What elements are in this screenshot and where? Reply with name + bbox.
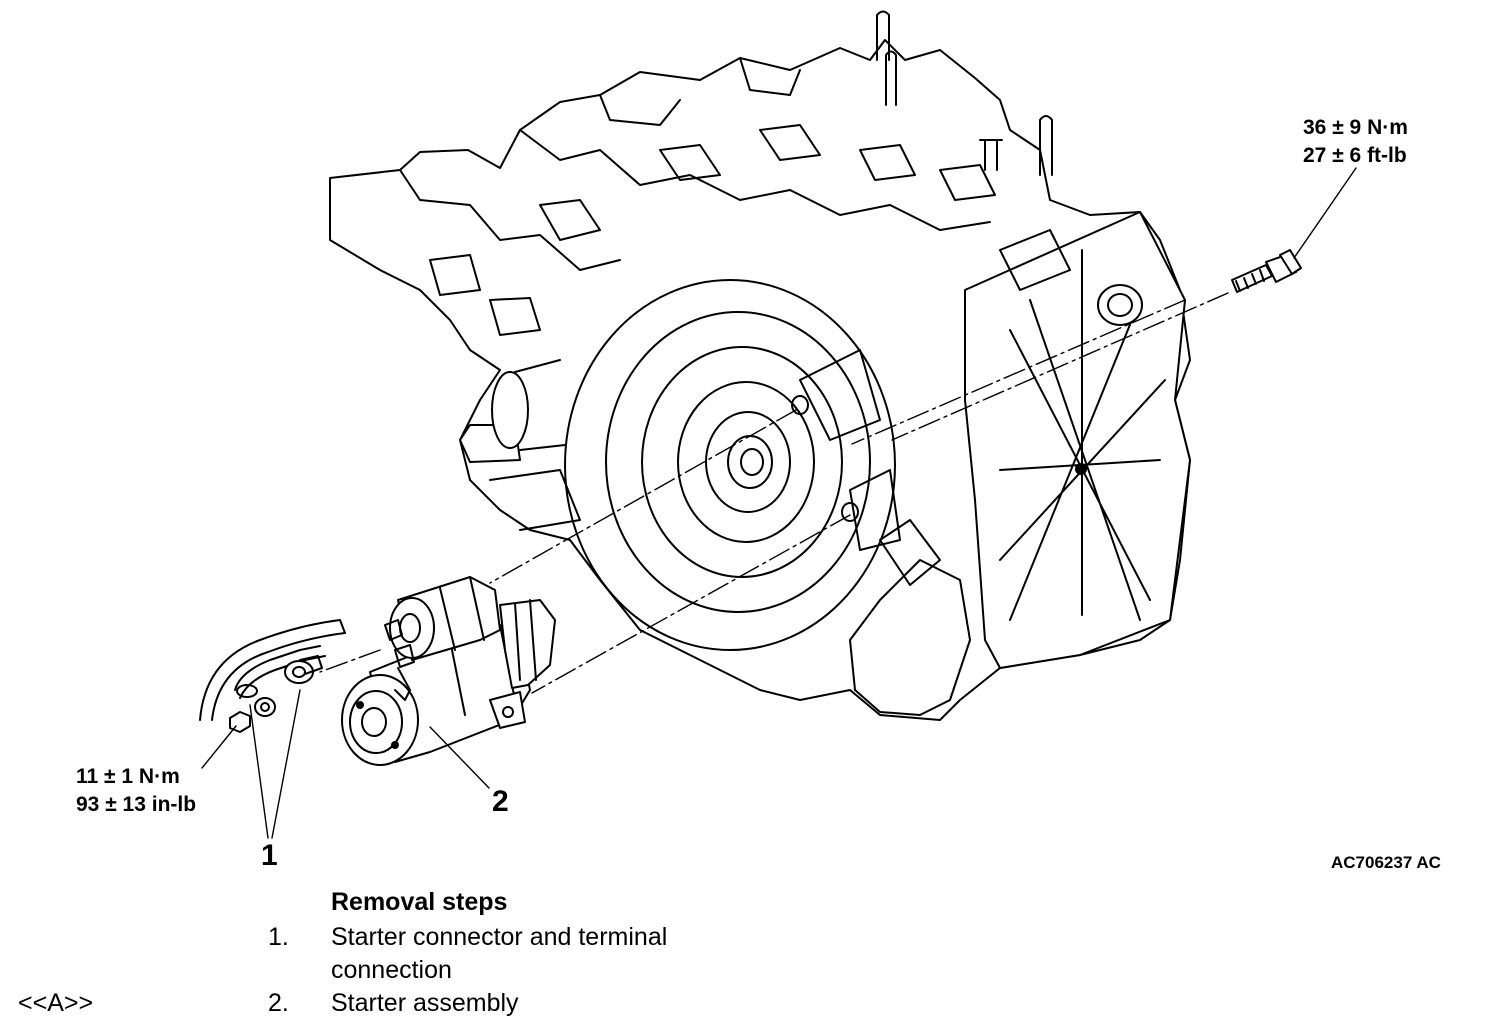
step-2-text: Starter assembly [331, 989, 519, 1017]
bolt-torque-ftlb: 27 ± 6 ft-lb [1303, 144, 1407, 167]
terminal-torque-inlb: 93 ± 13 in-lb [76, 793, 197, 816]
starter-motor-icon [341, 576, 556, 766]
callout-item-2: 2 [492, 785, 509, 818]
bolt-torque-label: 36 ± 9 N·m 27 ± 6 ft-lb [1303, 114, 1408, 170]
step-2-ref: <<A>> [18, 989, 94, 1017]
callout-item-1: 1 [261, 839, 278, 872]
step-1-text: Starter connector and terminal connectio… [331, 921, 667, 987]
bolt-torque-nm: 36 ± 9 N·m [1303, 116, 1408, 139]
step-1-text-line2: connection [331, 956, 452, 984]
step-1-number: 1. [268, 923, 289, 951]
transaxle-assembly-icon [329, 10, 1191, 721]
wire-harness-icon [199, 619, 346, 721]
terminal-torque-leader [201, 725, 237, 769]
step-2-number: 2. [268, 989, 289, 1017]
removal-steps-title: Removal steps [331, 888, 508, 916]
alignment-lines [319, 292, 1229, 694]
terminal-torque-nm: 11 ± 1 N·m [76, 765, 180, 788]
figure-code: AC706237 AC [1331, 853, 1441, 872]
item1-leader-b [271, 689, 301, 839]
item1-leader-a [249, 704, 269, 839]
bolt-icon [1231, 249, 1302, 293]
starter-leader [429, 726, 490, 789]
bolt-torque-leader [1293, 167, 1357, 259]
terminal-torque-label: 11 ± 1 N·m 93 ± 13 in-lb [76, 763, 196, 819]
step-1-text-line1: Starter connector and terminal [331, 923, 668, 951]
